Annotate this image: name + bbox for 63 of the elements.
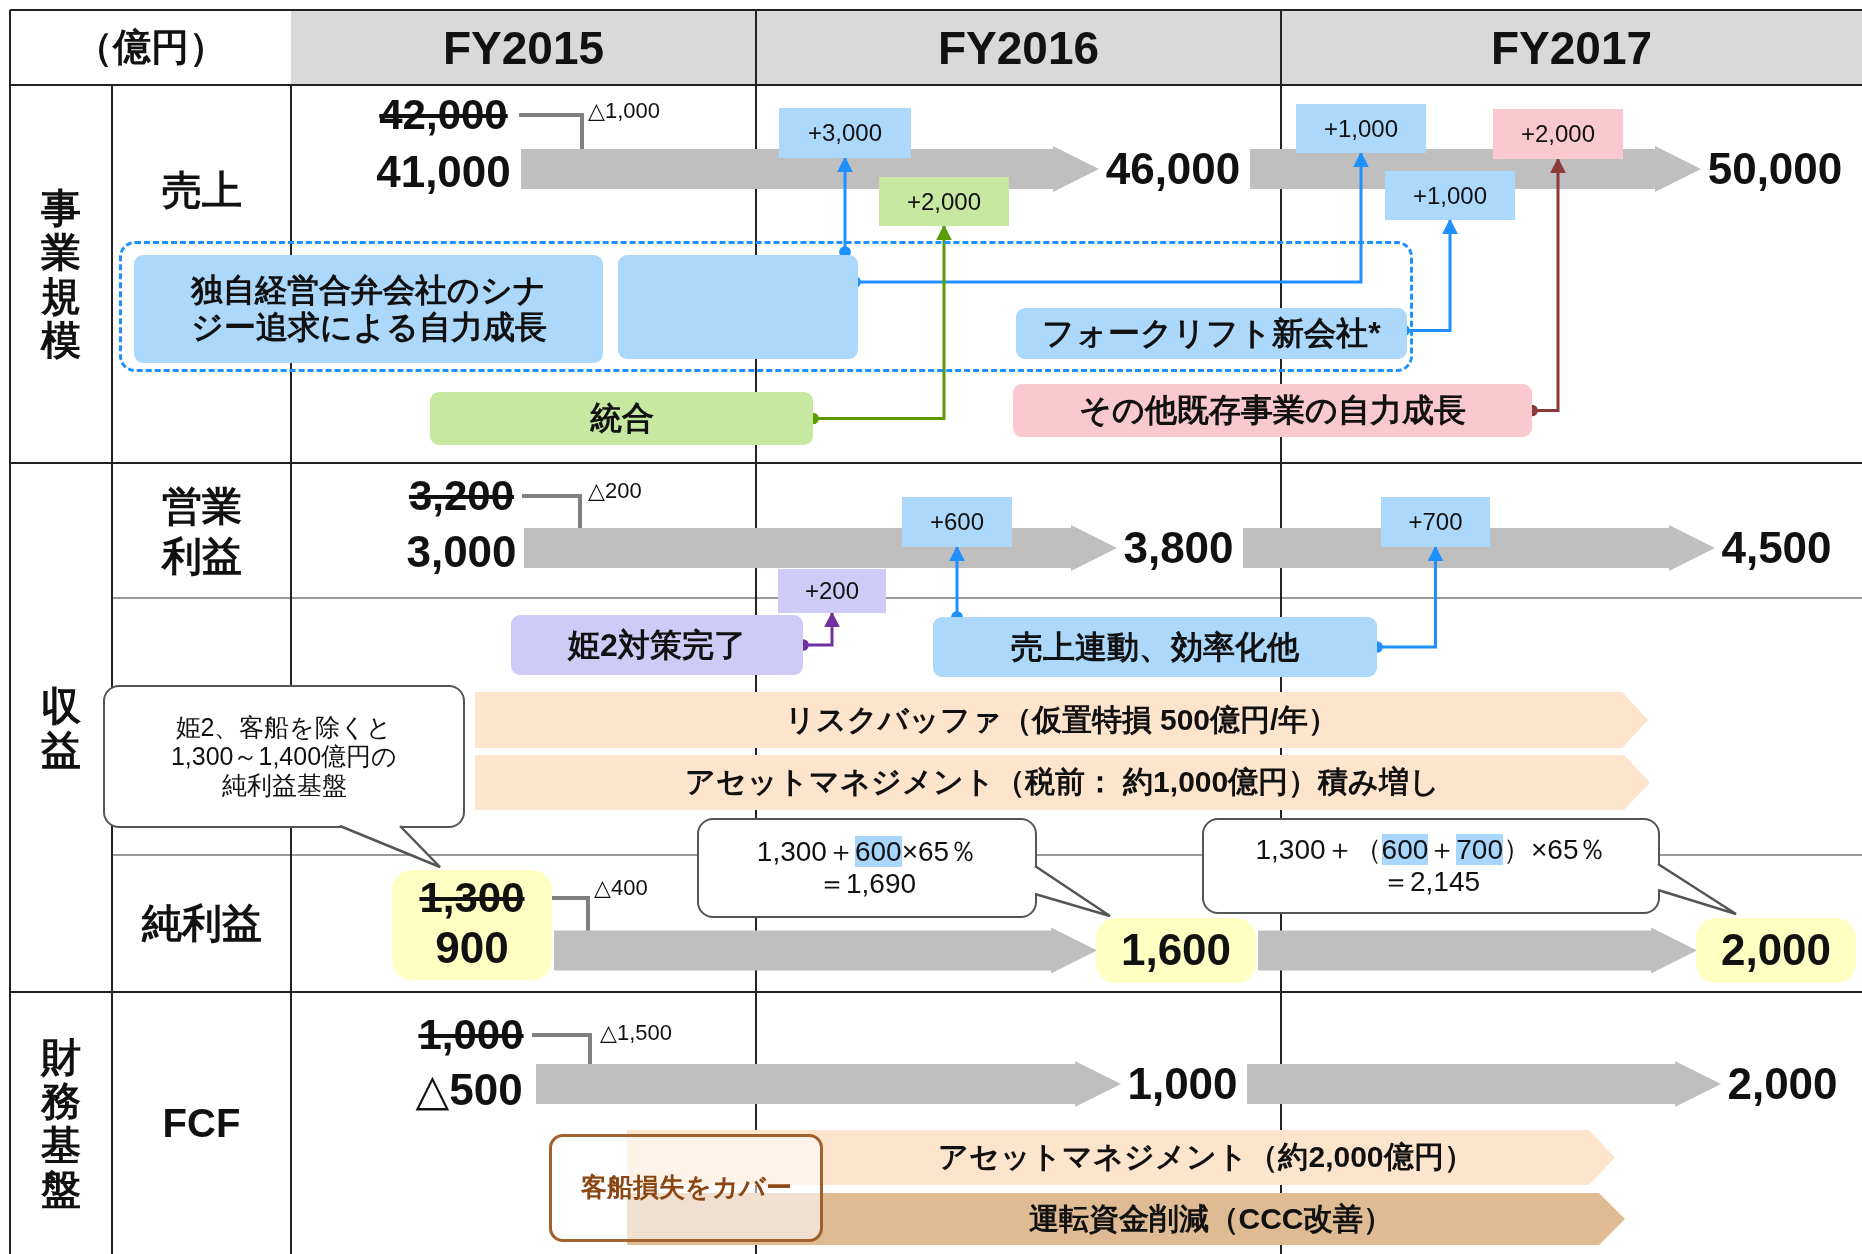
- edge-label: △400: [594, 877, 648, 899]
- factor-box: 姫2対策完了: [511, 615, 803, 675]
- row-label: 売上: [161, 166, 242, 214]
- struck-amount-text: 42,000: [368, 93, 519, 137]
- block-arrow: [1258, 927, 1697, 974]
- amount-text: 1,000: [1120, 1058, 1245, 1110]
- increment-tag: +2,000: [1493, 109, 1623, 159]
- factor-box: 独自経営合弁会社のシナジー追求による自力成長: [134, 255, 603, 363]
- amount-text: 3,000: [401, 528, 522, 576]
- row-label: FCF: [162, 1100, 241, 1146]
- edge-label: △1,000: [588, 100, 660, 122]
- column-header: FY2015: [442, 20, 605, 75]
- amount-text: 41,000: [368, 148, 519, 196]
- struck-amount-text: 1,000: [410, 1013, 532, 1057]
- factor-box: フォークリフト新会社*: [1016, 308, 1407, 359]
- amount-text: 2,000: [1720, 1058, 1845, 1110]
- increment-tag: +200: [778, 569, 886, 613]
- connector-arrow: [837, 156, 853, 258]
- block-arrow: [536, 1061, 1121, 1107]
- amount-text: △500: [404, 1065, 534, 1116]
- amount-text: 3,800: [1116, 522, 1241, 574]
- unit-label: （億円）: [74, 25, 227, 70]
- increment-tag: +600: [902, 497, 1012, 547]
- column-header: FY2017: [1490, 20, 1653, 75]
- increment-tag: +2,000: [879, 177, 1009, 226]
- row-group-label: 事業規模: [41, 186, 81, 362]
- row-label: 純利益: [141, 900, 262, 947]
- row-group-label: 収益: [41, 683, 81, 772]
- callout-text: 姫2、客船を除くと1,300～1,400億円の純利益基盤: [169, 713, 399, 800]
- block-arrow: [554, 927, 1097, 974]
- highlight-box: [392, 870, 552, 980]
- factor-box: その他既存事業の自力成長: [1013, 384, 1532, 437]
- text-band: アセットマネジメント（税前： 約1,000億円）積み増し: [475, 755, 1650, 810]
- row-label: 営業利益: [161, 482, 242, 580]
- note-box: 客船損失をカバー: [549, 1134, 823, 1242]
- text-band: リスクバッファ（仮置特損 500億円/年）: [475, 692, 1648, 748]
- factor-box: 統合: [430, 392, 813, 445]
- column-header: FY2016: [937, 20, 1100, 75]
- amount-text: 4,500: [1714, 522, 1839, 574]
- amount-text: 46,000: [1098, 142, 1248, 196]
- increment-tag: +1,000: [1296, 104, 1426, 153]
- dashed-group: [119, 241, 1413, 372]
- struck-amount-text: 1,300: [392, 875, 552, 921]
- highlight-box: 2,000: [1696, 918, 1856, 983]
- block-arrow: [521, 146, 1099, 192]
- row-group-label: 財務基盤: [41, 1035, 81, 1211]
- increment-tag: +1,000: [1385, 171, 1515, 220]
- edge-label: △1,500: [600, 1022, 672, 1044]
- increment-tag: +700: [1381, 497, 1490, 547]
- edge-label: △200: [588, 480, 642, 502]
- factor-box: 売上連動、効率化他: [933, 617, 1377, 677]
- callout-text: 1,300＋600×65％＝1,690: [755, 835, 979, 901]
- callout-text: 1,300＋（600＋700）×65％＝2,145: [1254, 833, 1608, 899]
- block-arrow: [1247, 1061, 1721, 1107]
- amount-text: 50,000: [1700, 142, 1850, 196]
- factor-box: [618, 255, 858, 359]
- highlight-box: 1,600: [1096, 918, 1256, 983]
- amount-text: 900: [392, 923, 552, 973]
- increment-tag: +3,000: [779, 108, 911, 158]
- block-arrow: [1243, 525, 1715, 571]
- block-arrow: [1250, 146, 1701, 192]
- block-arrow: [524, 525, 1117, 571]
- struck-amount-text: 3,200: [401, 475, 522, 517]
